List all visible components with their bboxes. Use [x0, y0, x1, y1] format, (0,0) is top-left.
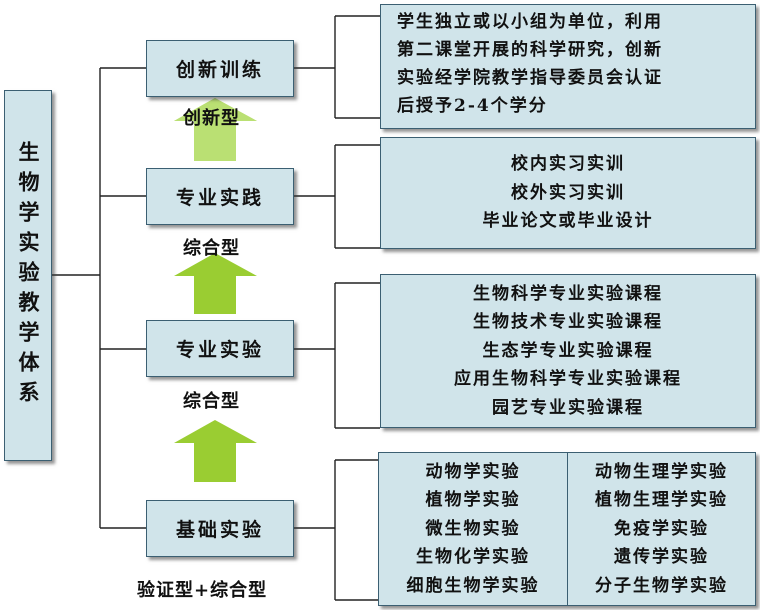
category-professional-practice: 专业实践: [146, 168, 294, 225]
detail-line: 免疫学实验: [614, 518, 709, 539]
detail-professional-box: 生物科学专业实验课程 生物技术专业实验课程 生态学专业实验课程 应用生物科学专业…: [380, 274, 756, 428]
root-system-box: 生物学实验教学体系: [4, 90, 52, 461]
detail-line: 植物生理学实验: [595, 490, 728, 511]
category-professional-experiment: 专业实验: [146, 320, 294, 377]
upward-arrow: [174, 420, 257, 482]
detail-line: 学生独立或以小组为单位，利用: [397, 12, 663, 32]
detail-line: 后授予2-4个学分: [397, 96, 548, 116]
level-label-innovative: 创新型: [183, 108, 240, 129]
detail-line: 遗传学实验: [614, 547, 709, 568]
category-innovation-training: 创新训练: [146, 40, 294, 97]
detail-line: 生物科学专业实验课程: [473, 283, 663, 304]
detail-line: 园艺专业实验课程: [492, 397, 644, 418]
category-label: 基础实验: [175, 519, 264, 541]
level-label-comprehensive: 综合型: [183, 391, 240, 412]
detail-line: 校外实习实训: [511, 182, 625, 203]
category-basic-experiment: 基础实验: [146, 500, 294, 557]
category-label: 专业实验: [175, 339, 264, 361]
detail-line: 动物生理学实验: [595, 461, 728, 482]
basic-right-column: 动物生理学实验 植物生理学实验 免疫学实验 遗传学实验 分子生物学实验: [568, 453, 755, 605]
detail-line: 应用生物科学专业实验课程: [454, 369, 682, 390]
category-label: 创新训练: [175, 59, 264, 81]
detail-innovation-box: 学生独立或以小组为单位，利用 第二课堂开展的科学研究，创新 实验经学院教学指导委…: [380, 4, 756, 129]
detail-basic-box: 动物学实验 植物学实验 微生物实验 生物化学实验 细胞生物学实验 动物生理学实验…: [378, 452, 756, 606]
upward-arrow: [174, 253, 257, 314]
level-label-comprehensive: 综合型: [183, 238, 240, 259]
detail-line: 第二课堂开展的科学研究，创新: [397, 40, 663, 60]
detail-line: 植物学实验: [425, 490, 521, 511]
detail-line: 分子生物学实验: [595, 575, 728, 596]
root-title: 生物学实验教学体系: [16, 140, 41, 411]
detail-line: 动物学实验: [425, 461, 521, 482]
detail-line: 毕业论文或毕业设计: [482, 211, 654, 232]
detail-line: 微生物实验: [425, 518, 521, 539]
detail-line: 生态学专业实验课程: [482, 340, 654, 361]
detail-line: 生物技术专业实验课程: [473, 312, 663, 333]
column-divider: [567, 453, 568, 605]
category-label: 专业实践: [175, 187, 264, 209]
level-label-verification-comprehensive: 验证型+综合型: [137, 580, 268, 601]
detail-line: 实验经学院教学指导委员会认证: [397, 68, 663, 88]
basic-left-column: 动物学实验 植物学实验 微生物实验 生物化学实验 细胞生物学实验: [379, 453, 567, 605]
detail-line: 校内实习实训: [511, 154, 625, 175]
detail-line: 生物化学实验: [416, 547, 530, 568]
detail-line: 细胞生物学实验: [406, 575, 540, 596]
detail-practice-box: 校内实习实训 校外实习实训 毕业论文或毕业设计: [380, 137, 756, 249]
